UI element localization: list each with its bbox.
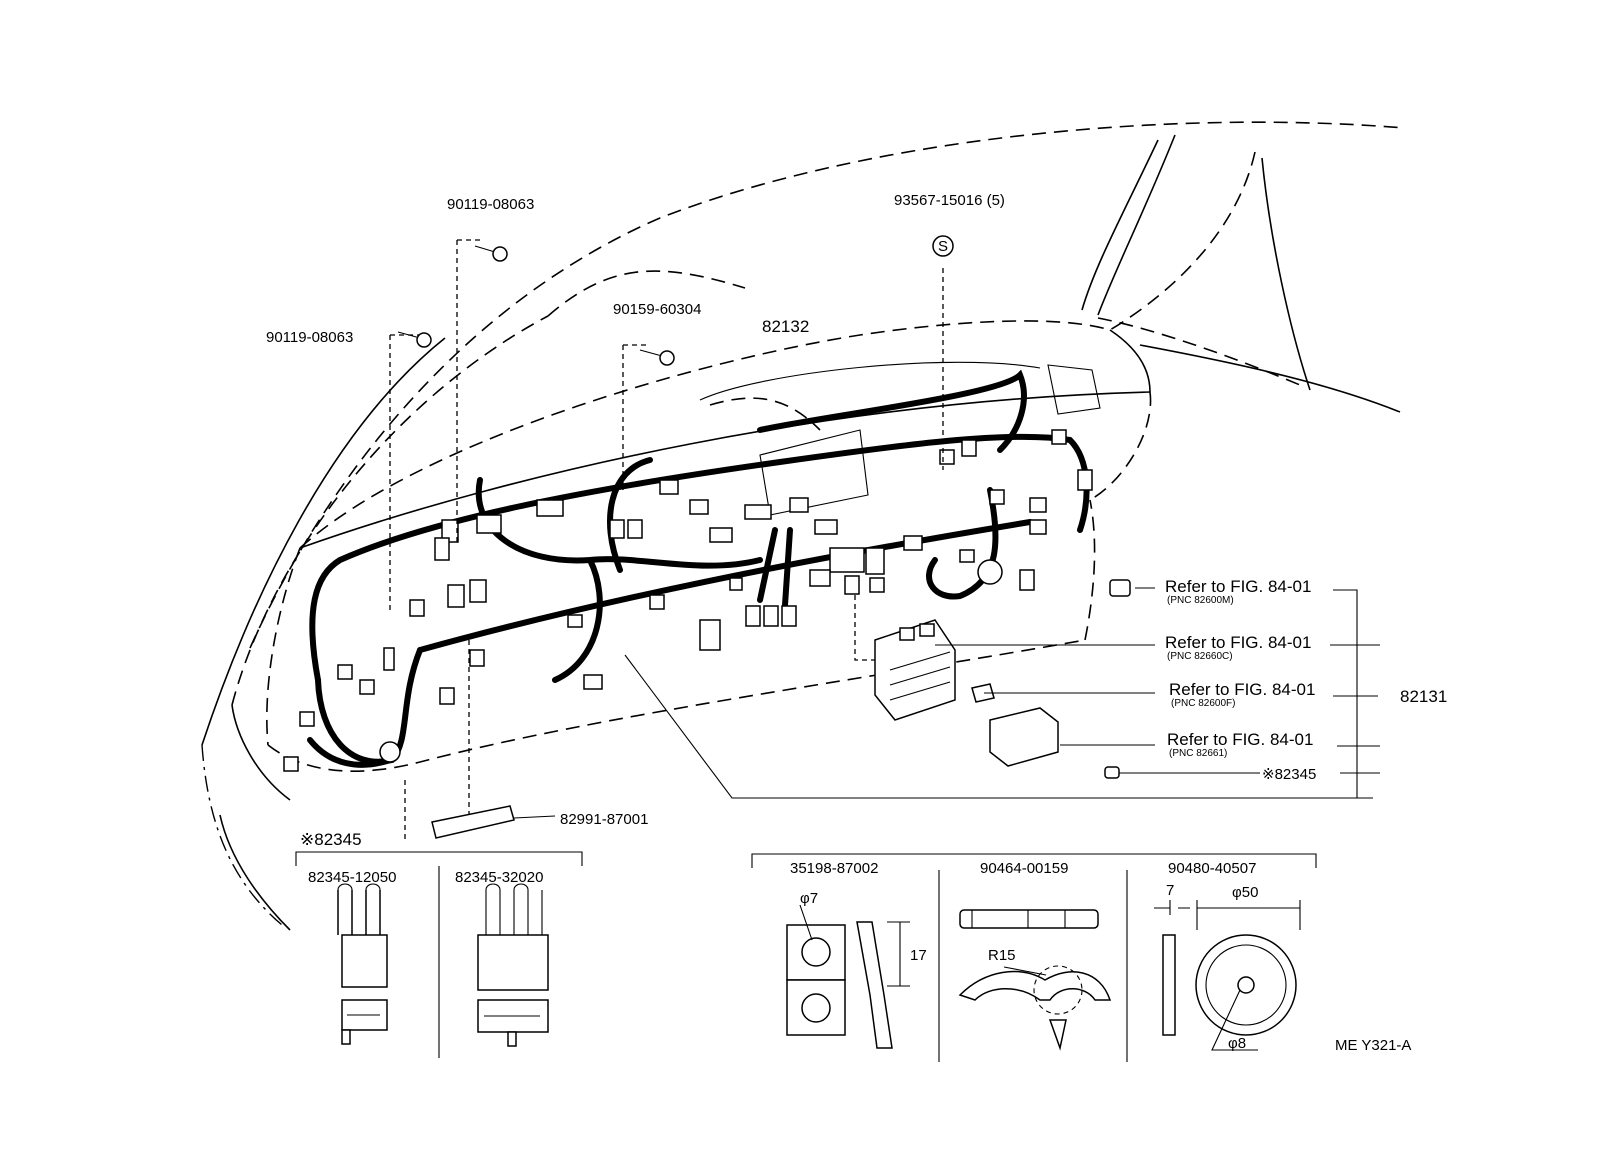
label-part-c: 90480-40507	[1168, 860, 1256, 877]
label-bolt-top: 90119-08063	[447, 196, 534, 213]
label-diode-2: 82345-32020	[455, 869, 543, 886]
ref-text-2: Refer to FIG. 84-01	[1165, 633, 1311, 652]
label-assy: 82131	[1400, 687, 1447, 706]
bolt-90119-left	[397, 331, 432, 348]
label-dim-7: 7	[1166, 882, 1174, 899]
protector-82991	[431, 805, 556, 839]
label-bolt-left: 90119-08063	[266, 329, 353, 346]
screw-90159	[639, 349, 675, 366]
small-parts-panel	[751, 853, 1317, 1062]
label-dim-17: 17	[910, 947, 927, 964]
label-dim-r15: R15	[988, 947, 1016, 964]
junction-block	[874, 619, 956, 721]
ref-pnc-1: (PNC 82600M)	[1167, 595, 1234, 606]
label-diode-group: ※82345	[300, 830, 362, 849]
callout-labels: 90119-08063 90119-08063 90159-60304 8213…	[266, 192, 1447, 1054]
ref-pnc-3: (PNC 82600F)	[1171, 698, 1235, 709]
control-module	[989, 707, 1059, 767]
label-dim-phi7: φ7	[800, 890, 818, 907]
label-part-b: 90464-00159	[980, 860, 1068, 877]
bracket-82131	[935, 587, 1380, 799]
label-fig-code: ME Y321-A	[1335, 1037, 1411, 1054]
ref-text-1: Refer to FIG. 84-01	[1165, 577, 1311, 596]
label-diode-1: 82345-12050	[308, 869, 396, 886]
label-dim-phi50: φ50	[1232, 884, 1258, 901]
ref-pnc-2: (PNC 82660C)	[1167, 651, 1233, 662]
ref-text-4: Refer to FIG. 84-01	[1167, 730, 1313, 749]
label-protector: 82991-87001	[560, 811, 648, 828]
clamp-s-mark: S	[932, 235, 954, 257]
label-screw: 90159-60304	[613, 301, 701, 318]
diode-connector-ref	[1104, 766, 1260, 779]
label-harness-main: 82132	[762, 317, 809, 336]
label-diode-ref: ※82345	[1262, 766, 1316, 783]
connector-82600m	[1109, 579, 1131, 597]
reference-leaders	[389, 239, 1373, 840]
instrument-panel	[266, 320, 1152, 772]
label-dim-phi8: φ8	[1228, 1035, 1246, 1052]
label-clamp-top: 93567-15016 (5)	[894, 192, 1005, 209]
label-part-a: 35198-87002	[790, 860, 878, 877]
relay-small	[971, 683, 995, 703]
bolt-90119-top	[474, 245, 508, 262]
vehicle-body-outline	[201, 121, 1406, 931]
harness-connectors	[283, 429, 1093, 772]
wire-harness-main	[307, 369, 1090, 768]
ref-pnc-4: (PNC 82661)	[1169, 748, 1227, 759]
s-mark-label: S	[938, 238, 948, 255]
diode-detail-panel	[295, 851, 583, 1058]
refer-labels: Refer to FIG. 84-01 (PNC 82600M) Refer t…	[1165, 577, 1315, 759]
ref-text-3: Refer to FIG. 84-01	[1169, 680, 1315, 699]
